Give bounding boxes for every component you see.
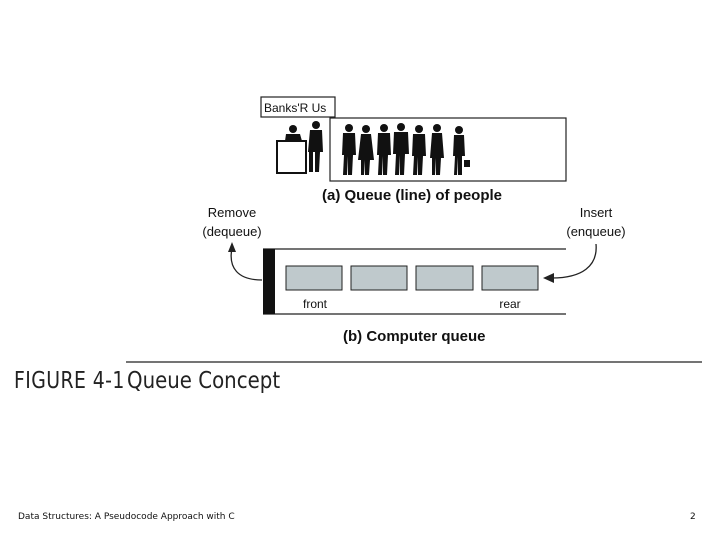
enqueue-arrow [551, 243, 597, 279]
people-in-line [342, 123, 470, 175]
person-silhouette [412, 125, 426, 175]
dequeue-arrow-head [228, 242, 236, 252]
front-label: front [303, 297, 328, 311]
caption-computer-queue: (b) Computer queue [343, 328, 486, 345]
page-number: 2 [690, 512, 696, 522]
queue-cell [350, 265, 408, 291]
person-silhouette [430, 124, 444, 175]
person-silhouette [342, 124, 356, 175]
person-silhouette [393, 123, 409, 175]
person-silhouette [358, 125, 374, 175]
person-silhouette [453, 126, 470, 175]
figure-label: FIGURE 4-1 [14, 368, 125, 394]
person-silhouette [377, 124, 391, 175]
queue-cell [481, 265, 539, 291]
enqueue-label: (enqueue) [566, 224, 625, 239]
figure-title: Queue Concept [127, 368, 281, 394]
queue-cell [415, 265, 474, 291]
dequeue-label: (dequeue) [202, 224, 261, 239]
footer-book-title: Data Structures: A Pseudocode Approach w… [18, 512, 235, 522]
teller-counter [276, 140, 307, 174]
rear-label: rear [499, 297, 520, 311]
bank-sign-box [260, 96, 336, 118]
queue-front-wall [263, 249, 275, 314]
customer-at-counter-silhouette [308, 121, 323, 172]
queue-cell [285, 265, 343, 291]
teller-silhouette [285, 125, 302, 141]
bank-sign-text: Banks'R Us [264, 101, 326, 115]
enqueue-arrow-head [543, 273, 554, 283]
dequeue-arrow [230, 247, 263, 281]
caption-queue-of-people: (a) Queue (line) of people [322, 187, 502, 204]
remove-label: Remove [208, 205, 256, 220]
insert-label: Insert [580, 205, 613, 220]
